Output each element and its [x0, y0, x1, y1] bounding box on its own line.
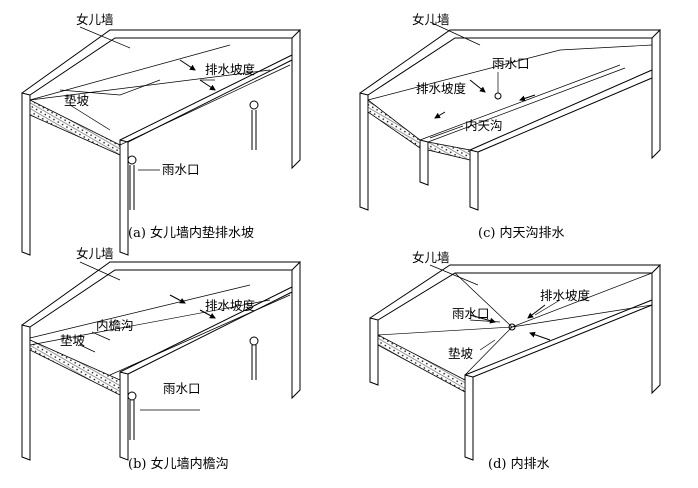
label-slope: 排水坡度: [205, 62, 256, 77]
caption-b: (b) 女儿墙内檐沟: [128, 456, 229, 472]
front-wall: [119, 139, 129, 256]
left-wall: [21, 92, 31, 256]
label-parapet: 女儿墙: [412, 12, 450, 27]
label-outlet: 雨水口: [492, 56, 530, 71]
panel-a: 女儿墙 排水坡度 垫坡 雨水口 (a) 女儿墙内垫排水坡: [21, 12, 301, 256]
label-outlet: 雨水口: [163, 381, 201, 396]
caption-c: (c) 内天沟排水: [478, 225, 565, 241]
caption-a: (a) 女儿墙内垫排水坡: [128, 225, 254, 241]
label-cushion: 垫坡: [64, 93, 90, 108]
panel-c: 女儿墙 雨水口 排水坡度 内天沟 (c) 内天沟排水: [359, 12, 661, 241]
label-cushion: 垫坡: [60, 333, 86, 348]
label-slope: 排水坡度: [416, 81, 467, 96]
label-slope: 排水坡度: [205, 298, 256, 313]
panel-d: 女儿墙 雨水口 排水坡度 垫坡 (d) 内排水: [369, 250, 661, 472]
rain-pipe: [129, 165, 135, 210]
label-parapet: 女儿墙: [76, 12, 114, 27]
label-parapet: 女儿墙: [76, 246, 114, 261]
label-outlet: 雨水口: [162, 162, 200, 177]
label-gutter: 内檐沟: [96, 318, 134, 333]
label-parapet: 女儿墙: [412, 250, 450, 265]
caption-d: (d) 内排水: [488, 456, 550, 472]
label-slope: 排水坡度: [540, 288, 591, 303]
label-gutter: 内天沟: [465, 118, 503, 133]
label-outlet: 雨水口: [452, 306, 490, 321]
panel-b: 女儿墙 排水坡度 内檐沟 垫坡 雨水口 (b) 女儿墙内檐沟: [21, 246, 301, 472]
cushion-slope: [29, 99, 121, 156]
label-cushion: 垫坡: [448, 346, 474, 361]
